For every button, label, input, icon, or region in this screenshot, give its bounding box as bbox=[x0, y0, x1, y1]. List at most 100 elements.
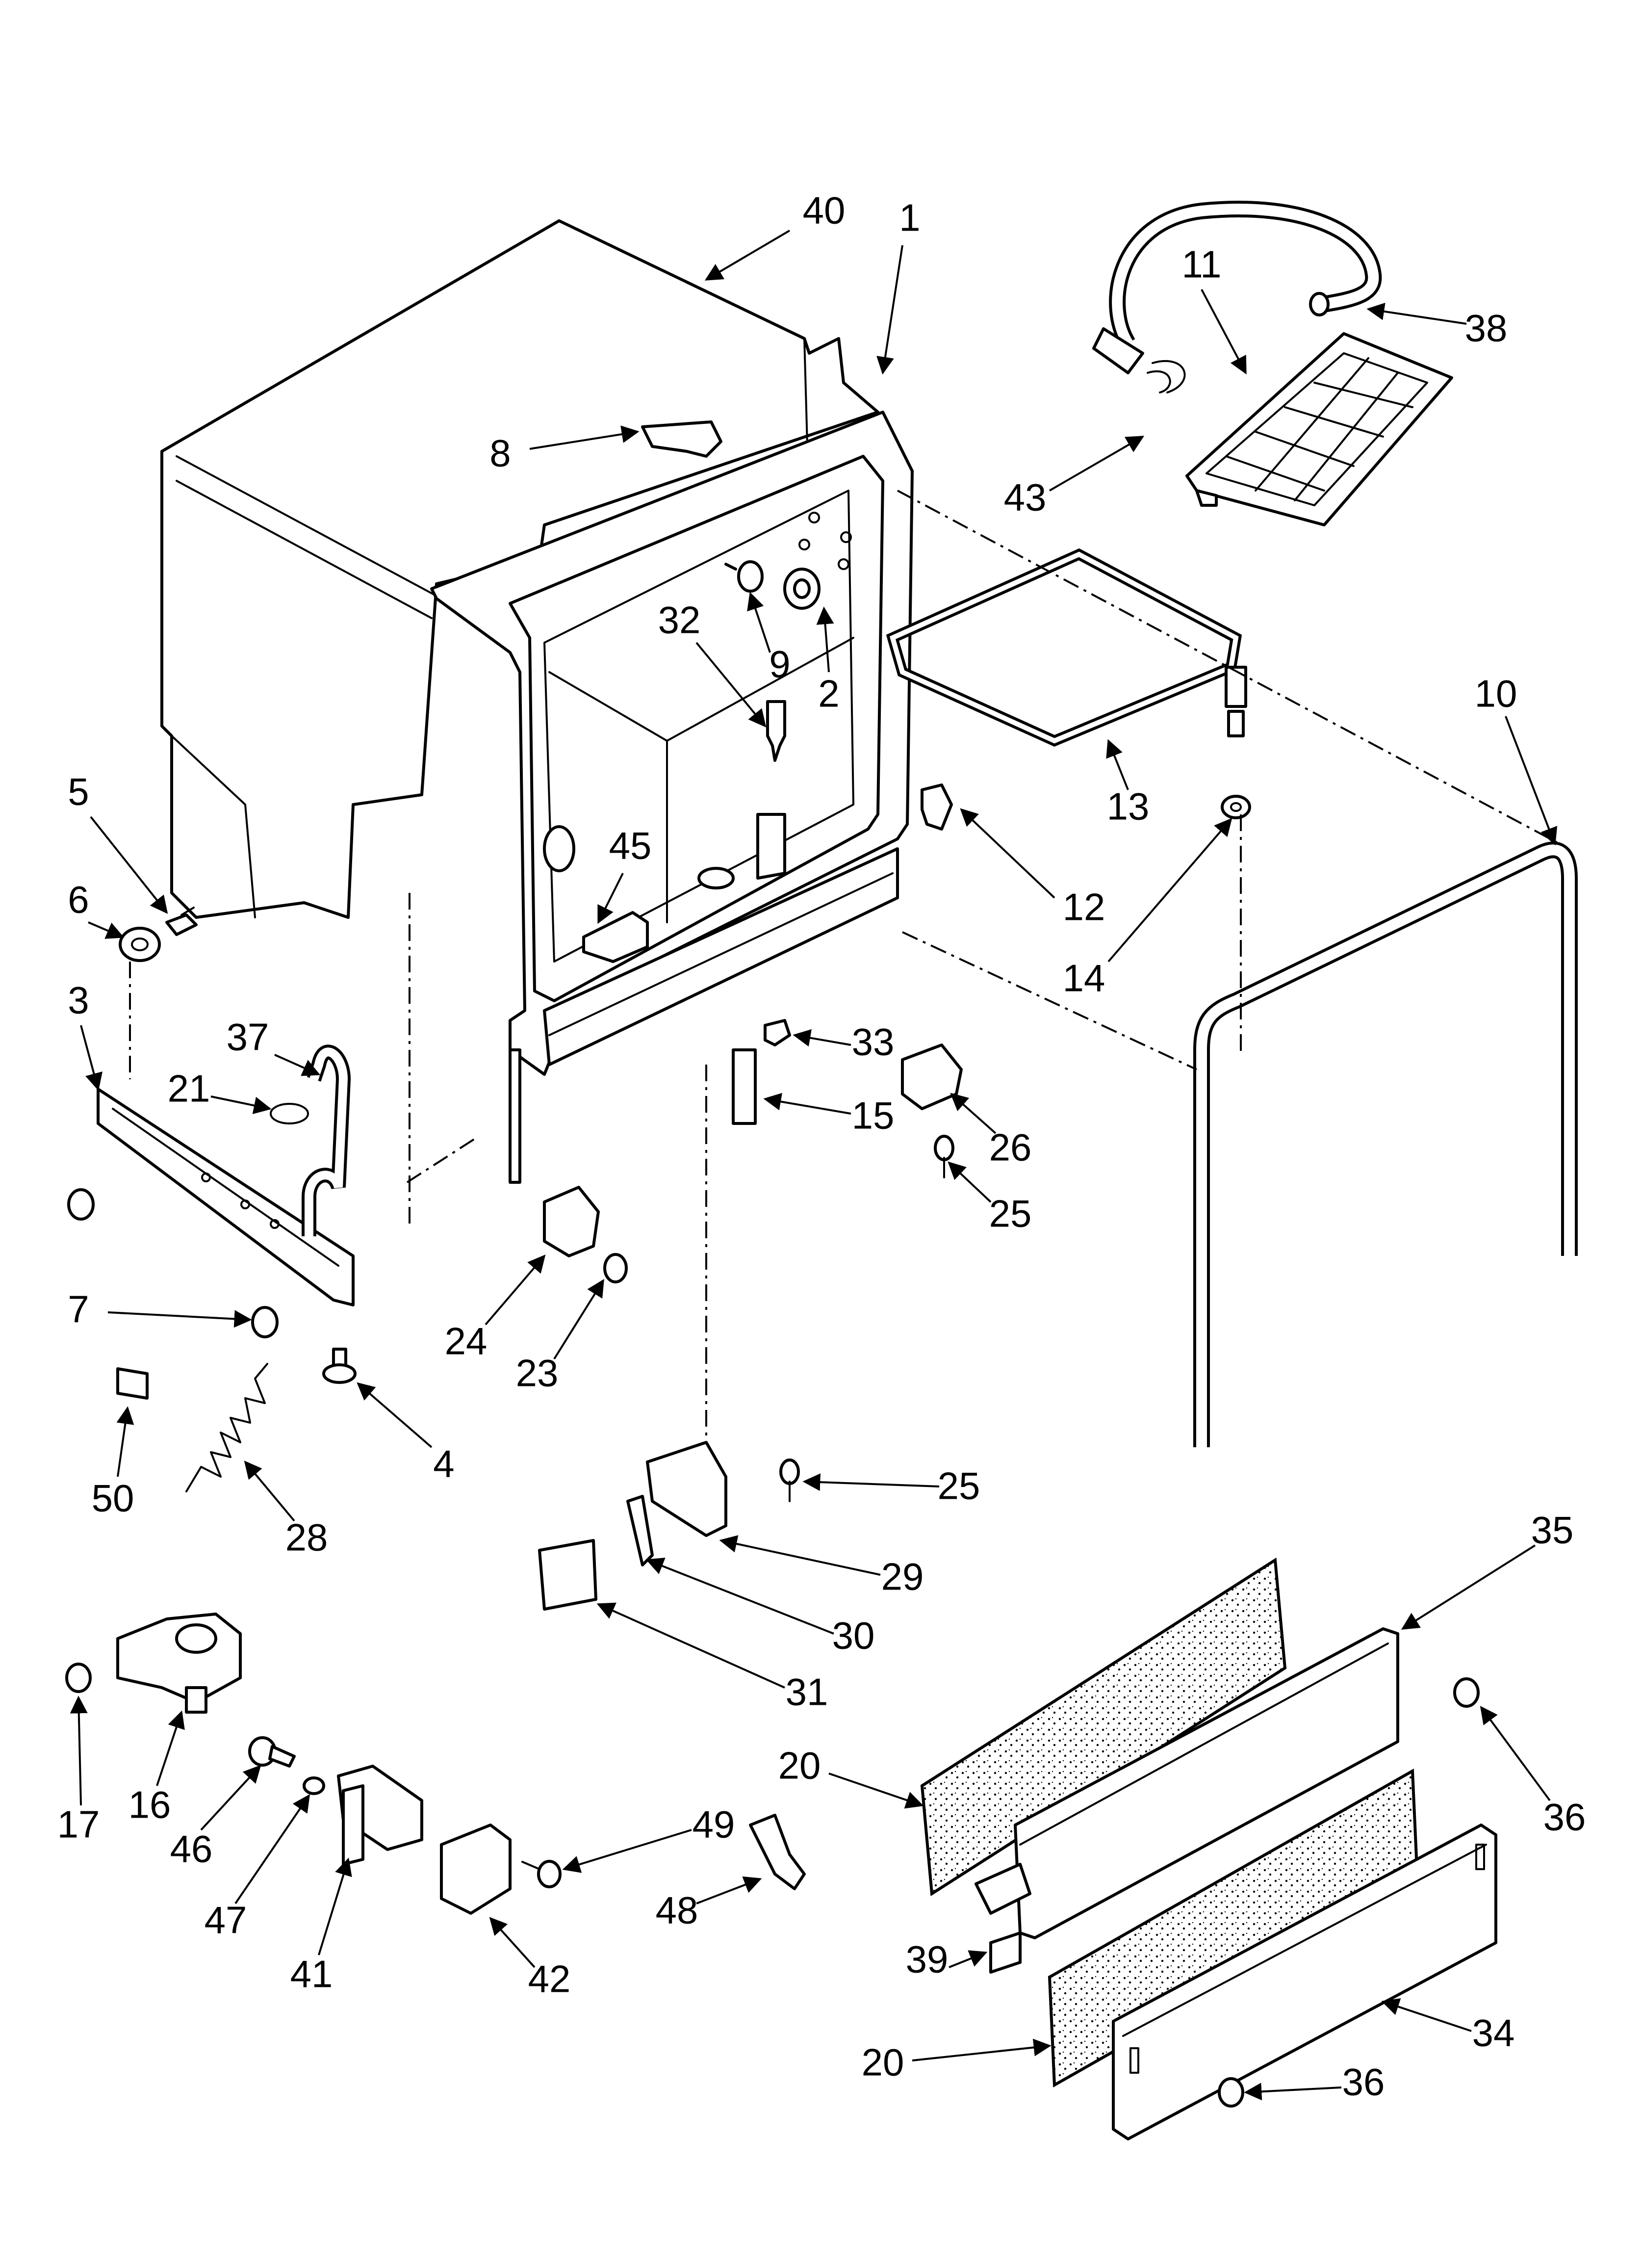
leader-arrow-c2 bbox=[816, 606, 834, 673]
callout-label-c42: 42 bbox=[528, 1957, 571, 2001]
callout-label-c8: 8 bbox=[489, 432, 511, 475]
screw-part-25a bbox=[934, 1135, 954, 1178]
callout-label-c46: 46 bbox=[170, 1827, 213, 1871]
callout-label-c29: 29 bbox=[881, 1555, 924, 1598]
callout-label-c49: 49 bbox=[693, 1803, 735, 1846]
leader-arrow-c25b bbox=[802, 1473, 940, 1491]
callout-label-c39: 39 bbox=[906, 1938, 949, 1981]
tub-button bbox=[543, 825, 735, 889]
frame-tube-part-10 bbox=[1193, 841, 1578, 1447]
leader-arrow-c14 bbox=[1107, 818, 1232, 963]
screw-part-25b bbox=[779, 1459, 800, 1502]
leader-arrow-c13 bbox=[1106, 739, 1129, 790]
leader-arrow-c39 bbox=[949, 1950, 988, 1968]
leader-arrow-c37 bbox=[274, 1054, 321, 1076]
latch-assembly-part-29 bbox=[646, 1441, 727, 1537]
screw-part-23 bbox=[603, 1253, 628, 1283]
screw-part-9 bbox=[724, 560, 764, 593]
callout-label-c4: 4 bbox=[433, 1442, 454, 1486]
leader-arrow-c45 bbox=[597, 873, 624, 924]
leader-arrow-c28 bbox=[244, 1460, 295, 1522]
callout-label-c17: 17 bbox=[57, 1803, 100, 1846]
leader-arrow-c35 bbox=[1401, 1544, 1536, 1630]
leader-arrow-c32 bbox=[695, 642, 767, 728]
washer-part-47 bbox=[303, 1776, 325, 1795]
spray-tower-part-32 bbox=[756, 700, 786, 880]
leader-arrow-c40 bbox=[704, 230, 791, 281]
callout-label-c6: 6 bbox=[68, 878, 89, 921]
callout-label-c37: 37 bbox=[227, 1016, 269, 1059]
vent-knob-part-2 bbox=[783, 568, 821, 610]
shield-part-42 bbox=[440, 1824, 512, 1915]
nut-part-33 bbox=[764, 1019, 791, 1046]
callout-label-c12: 12 bbox=[1063, 886, 1105, 929]
kick-plate-part-34 bbox=[1112, 1824, 1497, 2140]
callout-leaders bbox=[70, 230, 1558, 2101]
leader-arrow-c50 bbox=[116, 1406, 134, 1477]
callout-label-c47: 47 bbox=[205, 1899, 247, 1942]
leader-arrow-c9 bbox=[747, 592, 771, 653]
callout-label-c34: 34 bbox=[1472, 2011, 1515, 2055]
leader-arrow-c42 bbox=[489, 1917, 536, 1968]
leader-arrow-c46 bbox=[200, 1765, 261, 1831]
leader-arrow-c36a bbox=[1480, 1706, 1551, 1801]
clip-part-39 bbox=[989, 1931, 1022, 1974]
screw-part-46 bbox=[248, 1736, 296, 1768]
callout-label-c32: 32 bbox=[658, 599, 701, 642]
callout-label-c1: 1 bbox=[899, 196, 920, 239]
leader-arrow-c30 bbox=[645, 1558, 834, 1635]
leader-arrow-c26 bbox=[950, 1093, 997, 1134]
water-valve-part-16 bbox=[116, 1613, 242, 1714]
leader-arrow-c7 bbox=[107, 1310, 252, 1328]
callout-label-c35: 35 bbox=[1531, 1509, 1574, 1552]
latch-part-26 bbox=[901, 1043, 963, 1110]
callout-label-c48: 48 bbox=[656, 1889, 698, 1932]
leader-arrow-c31 bbox=[596, 1602, 785, 1689]
callout-label-c25a: 25 bbox=[989, 1192, 1032, 1235]
leader-arrow-c34 bbox=[1381, 1998, 1472, 2032]
leader-arrow-c38 bbox=[1366, 303, 1467, 325]
leader-arrow-c24 bbox=[485, 1254, 546, 1326]
callout-label-c36b: 36 bbox=[1342, 2060, 1385, 2104]
washer-part-14 bbox=[1221, 795, 1251, 819]
leader-arrow-c4 bbox=[357, 1382, 433, 1448]
leader-arrow-c11 bbox=[1201, 289, 1247, 375]
leader-arrow-c20b bbox=[912, 2038, 1052, 2061]
leader-arrow-c6 bbox=[88, 921, 125, 939]
callout-label-c23: 23 bbox=[516, 1352, 559, 1395]
tub-enclosure-part-40 bbox=[160, 219, 879, 919]
callout-label-c20a: 20 bbox=[778, 1744, 821, 1787]
leader-arrow-c8 bbox=[529, 425, 640, 450]
screw-part-49 bbox=[521, 1860, 562, 1888]
spring-part-28 bbox=[185, 1363, 268, 1492]
leader-arrow-c1 bbox=[876, 245, 903, 375]
leveling-leg-part-4 bbox=[322, 1348, 357, 1384]
leader-arrow-c33 bbox=[793, 1029, 851, 1047]
lever-part-30 bbox=[626, 1495, 654, 1566]
drain-hose-part-38 bbox=[1092, 201, 1382, 374]
callout-label-c7: 7 bbox=[68, 1288, 89, 1331]
clip-part-12 bbox=[921, 783, 953, 831]
label-part-50 bbox=[116, 1367, 149, 1400]
callout-label-c31: 31 bbox=[786, 1670, 828, 1714]
callout-label-c45: 45 bbox=[609, 824, 652, 867]
leader-arrow-c48 bbox=[696, 1876, 762, 1904]
callout-label-c28: 28 bbox=[285, 1516, 328, 1559]
callout-label-c50: 50 bbox=[92, 1477, 134, 1520]
callout-label-c15: 15 bbox=[852, 1094, 895, 1137]
callout-label-c24: 24 bbox=[445, 1320, 487, 1363]
callout-label-c14: 14 bbox=[1063, 957, 1105, 1000]
bracket-part-8 bbox=[641, 420, 722, 458]
spacer-part-15 bbox=[732, 1048, 757, 1125]
callout-label-c9: 9 bbox=[769, 643, 790, 686]
callout-label-c25b: 25 bbox=[938, 1464, 980, 1508]
callout-label-c20b: 20 bbox=[862, 2041, 904, 2084]
callout-label-c10: 10 bbox=[1475, 672, 1517, 715]
leader-arrow-c17 bbox=[70, 1695, 88, 1806]
callout-label-c33: 33 bbox=[852, 1020, 895, 1064]
callout-label-c40: 40 bbox=[803, 189, 846, 232]
screw-part-36b bbox=[1218, 2077, 1244, 2108]
callout-label-c41: 41 bbox=[290, 1953, 333, 1996]
leader-arrow-c20a bbox=[828, 1773, 924, 1809]
